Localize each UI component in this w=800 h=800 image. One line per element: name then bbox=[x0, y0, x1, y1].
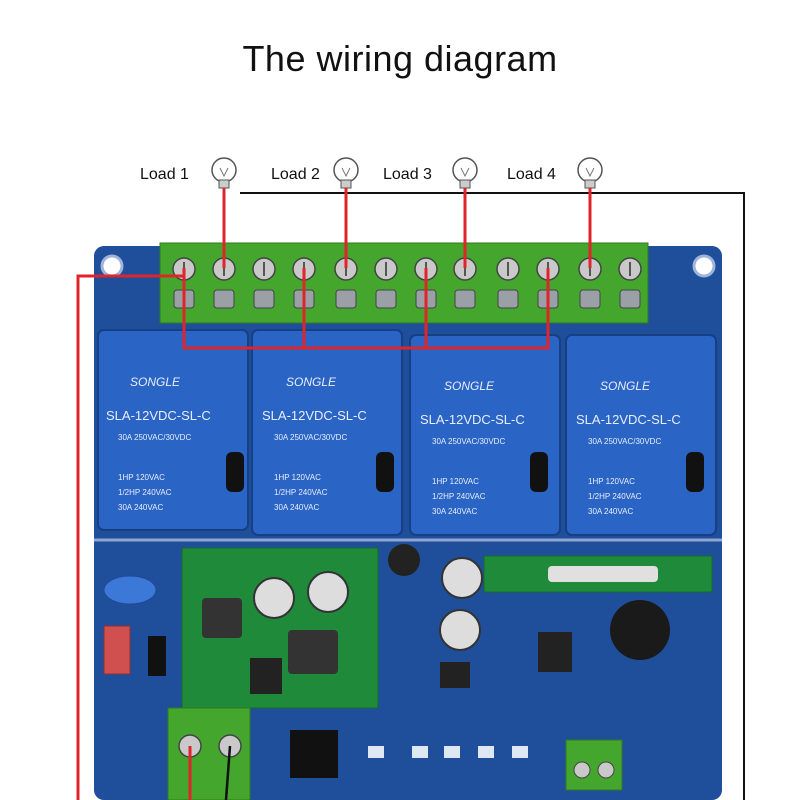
svg-text:SONGLE: SONGLE bbox=[130, 375, 181, 389]
svg-text:SLA-12VDC-SL-C: SLA-12VDC-SL-C bbox=[576, 412, 681, 427]
svg-text:1HP 120VAC: 1HP 120VAC bbox=[432, 477, 479, 486]
svg-text:30A 250VAC/30VDC: 30A 250VAC/30VDC bbox=[118, 433, 191, 442]
screw-icon bbox=[573, 761, 591, 779]
svg-text:30A 240VAC: 30A 240VAC bbox=[432, 507, 477, 516]
svg-text:30A 240VAC: 30A 240VAC bbox=[118, 503, 163, 512]
svg-text:30A 250VAC/30VDC: 30A 250VAC/30VDC bbox=[274, 433, 347, 442]
load-1-label: Load 1 bbox=[140, 166, 189, 183]
svg-text:SONGLE: SONGLE bbox=[286, 375, 337, 389]
svg-text:SONGLE: SONGLE bbox=[444, 379, 495, 393]
relay-2: SONGLE SLA-12VDC-SL-C 30A 250VAC/30VDC 1… bbox=[251, 329, 403, 536]
load-3-label: Load 3 bbox=[383, 166, 432, 183]
learn-button bbox=[290, 730, 338, 778]
svg-text:30A 250VAC/30VDC: 30A 250VAC/30VDC bbox=[588, 437, 661, 446]
mount-hole bbox=[692, 254, 716, 278]
svg-text:1/2HP 240VAC: 1/2HP 240VAC bbox=[432, 492, 486, 501]
fuse bbox=[103, 625, 131, 675]
bulb-icon bbox=[333, 157, 359, 189]
inductor bbox=[202, 598, 242, 638]
ic-chip-small bbox=[440, 662, 470, 688]
black-input-wire bbox=[224, 745, 232, 800]
svg-text:1/2HP 240VAC: 1/2HP 240VAC bbox=[274, 488, 328, 497]
capacitor bbox=[307, 571, 349, 613]
capacitor bbox=[441, 557, 483, 599]
svg-text:SLA-12VDC-SL-C: SLA-12VDC-SL-C bbox=[420, 412, 525, 427]
varistor bbox=[103, 575, 157, 605]
svg-text:1/2HP 240VAC: 1/2HP 240VAC bbox=[118, 488, 172, 497]
svg-text:1HP 120VAC: 1HP 120VAC bbox=[118, 473, 165, 482]
regulator-chip bbox=[250, 658, 282, 694]
relay-1: SONGLE SLA-12VDC-SL-C 30A 250VAC/30VDC 1… bbox=[97, 329, 249, 531]
relay-4: SONGLE SLA-12VDC-SL-C 30A 250VAC/30VDC 1… bbox=[565, 334, 717, 536]
bulb-icon bbox=[452, 157, 478, 189]
load-4-label: Load 4 bbox=[507, 166, 556, 183]
svg-text:SONGLE: SONGLE bbox=[600, 379, 651, 393]
svg-text:SLA-12VDC-SL-C: SLA-12VDC-SL-C bbox=[106, 408, 211, 423]
capacitor bbox=[439, 609, 481, 651]
red-wiring bbox=[76, 188, 592, 800]
svg-text:30A 240VAC: 30A 240VAC bbox=[274, 503, 319, 512]
black-common-wire bbox=[240, 192, 745, 800]
bulb-icon bbox=[577, 157, 603, 189]
screw-icon bbox=[597, 761, 615, 779]
terminal-block bbox=[159, 242, 649, 324]
small-terminal bbox=[565, 739, 623, 791]
coil bbox=[388, 544, 420, 576]
rectifier bbox=[148, 636, 166, 676]
capacitor bbox=[253, 577, 295, 619]
svg-text:30A 250VAC/30VDC: 30A 250VAC/30VDC bbox=[432, 437, 505, 446]
buzzer bbox=[610, 600, 670, 660]
transistors bbox=[226, 452, 704, 492]
bulb-icon bbox=[211, 157, 237, 189]
status-leds bbox=[368, 746, 528, 758]
diagram-title: The wiring diagram bbox=[242, 38, 558, 79]
svg-text:SLA-12VDC-SL-C: SLA-12VDC-SL-C bbox=[262, 408, 367, 423]
svg-text:1HP 120VAC: 1HP 120VAC bbox=[588, 477, 635, 486]
relay-3: SONGLE SLA-12VDC-SL-C 30A 250VAC/30VDC 1… bbox=[409, 334, 561, 536]
inductor bbox=[288, 630, 338, 674]
svg-text:30A 240VAC: 30A 240VAC bbox=[588, 507, 633, 516]
svg-text:1/2HP 240VAC: 1/2HP 240VAC bbox=[588, 492, 642, 501]
mount-hole bbox=[100, 254, 124, 278]
load-2-label: Load 2 bbox=[271, 166, 320, 183]
svg-text:1HP 120VAC: 1HP 120VAC bbox=[274, 473, 321, 482]
crystal bbox=[548, 566, 658, 582]
ic-chip bbox=[538, 632, 572, 672]
